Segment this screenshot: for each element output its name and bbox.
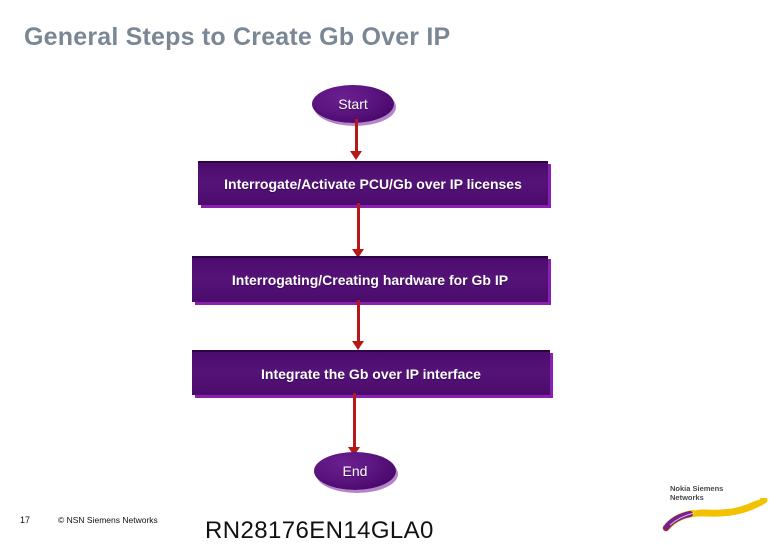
flowchart-node-end: End [314,452,396,490]
page-title: General Steps to Create Gb Over IP [24,23,451,51]
arrow-down-icon [352,341,364,350]
arrow-down-icon [352,249,364,258]
flowchart-connector-start-to-step-1 [355,119,358,155]
footer-page-number: 17 [20,515,31,525]
arrow-down-icon [348,447,360,456]
brand-swoosh-icon [662,498,768,532]
flowchart-node-start: Start [312,85,394,123]
brand-logo-wordmark: Nokia Siemens Networks [670,484,724,502]
flowchart-node-step-3: Integrate the Gb over IP interface [192,350,550,395]
flowchart-connector-step-1-to-step-2 [357,203,360,253]
flowchart-connector-step-3-to-end [353,393,356,451]
nokia-siemens-networks-logo: Nokia Siemens Networks [660,484,772,534]
footer-copyright: © NSN Siemens Networks [58,515,158,525]
arrow-down-icon [350,151,362,160]
flowchart-node-step-1: Interrogate/Activate PCU/Gb over IP lice… [198,161,548,205]
footer-document-code: RN28176EN14GLA0 [205,517,434,544]
flowchart-connector-step-2-to-step-3 [357,300,360,346]
flowchart-node-step-2: Interrogating/Creating hardware for Gb I… [192,256,548,302]
